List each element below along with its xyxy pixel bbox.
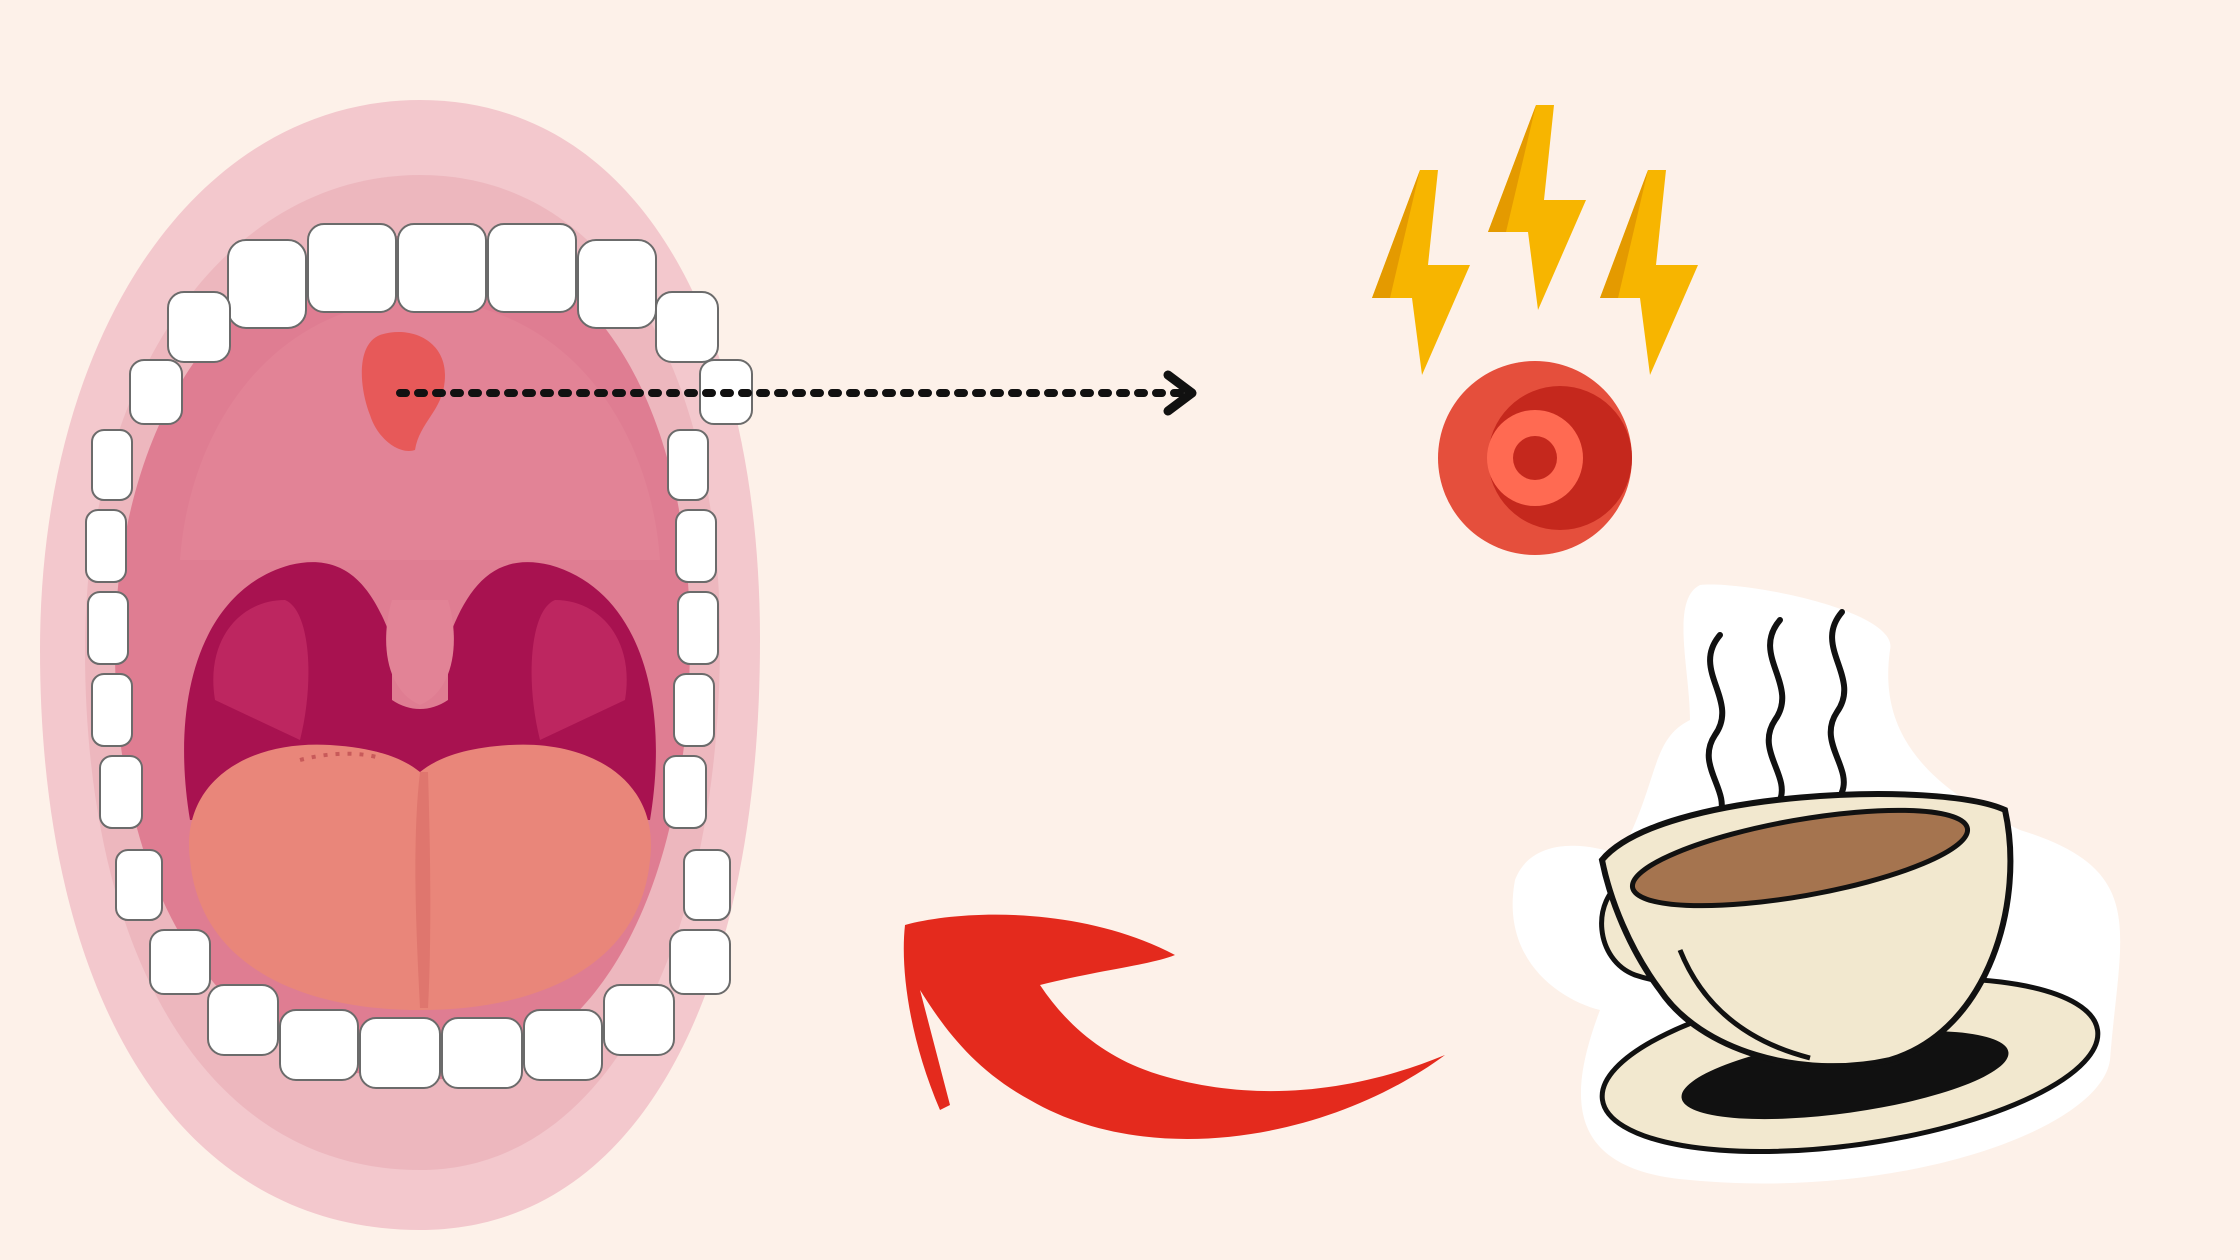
lightning-icon [1600, 170, 1698, 375]
tongue [189, 744, 651, 1010]
curved-arrow-left [903, 914, 1445, 1139]
hot-coffee-cup-icon [1512, 584, 2121, 1184]
lightning-burn-icon [1372, 105, 1698, 555]
lower-teeth [115, 849, 731, 1089]
lightning-icon [1488, 105, 1586, 310]
uvula [386, 600, 454, 705]
coffee-surface [1629, 807, 1971, 909]
lightning-icon [1372, 170, 1470, 375]
upper-teeth [129, 223, 753, 425]
dotted-arrow-right [396, 370, 1197, 416]
steam-icon [1705, 609, 1848, 818]
burn-target-icon [1438, 361, 1632, 555]
side-teeth [85, 429, 719, 829]
open-mouth-illustration [40, 100, 760, 1230]
cup [1598, 791, 2014, 1070]
